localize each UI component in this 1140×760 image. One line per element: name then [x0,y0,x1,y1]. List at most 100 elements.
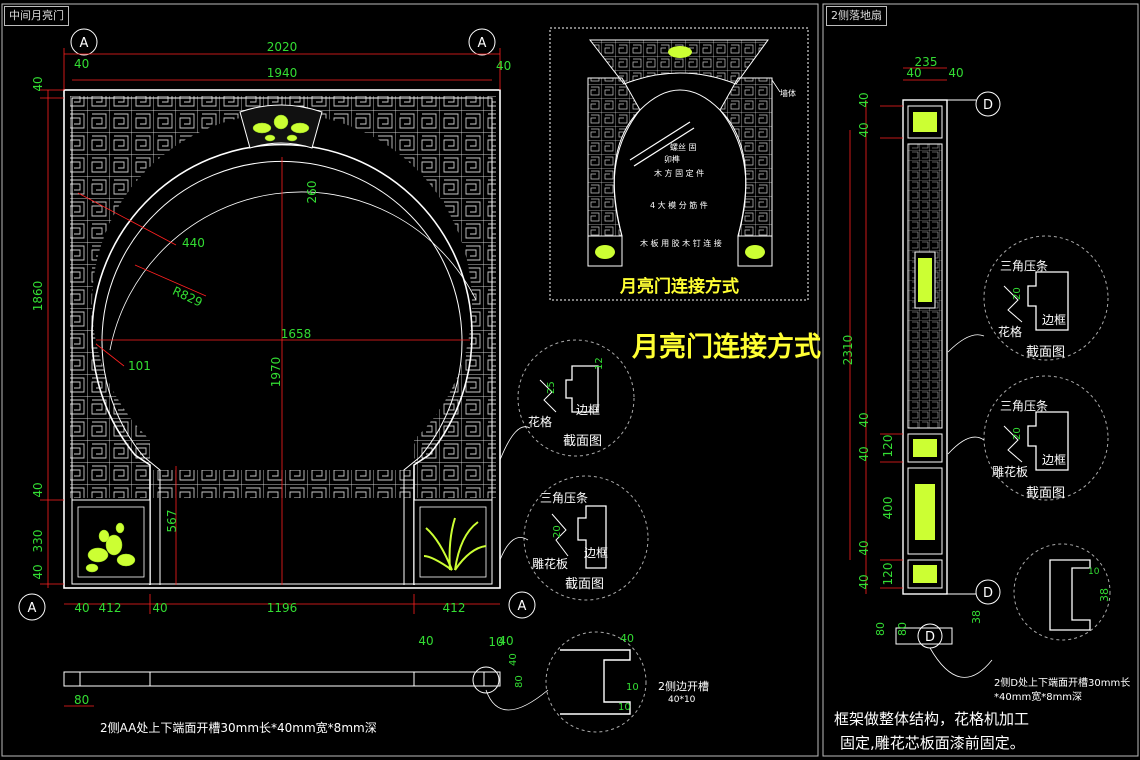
section-detail-diaohua: 三角压条 雕花板 边框 截面图 20 [499,475,649,601]
svg-text:木 板 用 胶 木 钉 连 接: 木 板 用 胶 木 钉 连 接 [640,238,722,248]
svg-text:40: 40 [948,66,963,80]
svg-text:40: 40 [74,57,89,71]
svg-text:1970: 1970 [269,357,283,388]
svg-text:10: 10 [488,635,503,649]
left-viewport-title[interactable]: 中间月亮门 [4,6,69,26]
svg-text:D: D [925,630,935,645]
svg-text:40: 40 [31,482,45,497]
svg-text:三角压条: 三角压条 [1000,399,1048,413]
svg-text:25: 25 [546,381,557,394]
svg-text:边框: 边框 [1042,313,1066,327]
left-panel-carving [85,522,136,573]
svg-text:A: A [518,599,527,614]
svg-text:40: 40 [31,564,45,579]
svg-text:雕花板: 雕花板 [532,556,568,571]
marker-a-bottom-right: A [508,591,536,619]
connection-detail-box: 4 大 模 分 筋 件 螺丝 固 卯榫 木 方 固 定 件 木 板 用 胶 木 … [549,27,809,301]
right-viewport-title[interactable]: 2侧落地扇 [826,6,887,26]
left-lower-panel-inner [77,506,145,578]
svg-text:三角压条: 三角压条 [1000,259,1048,273]
svg-text:*40mm宽*8mm深: *40mm宽*8mm深 [994,690,1082,703]
svg-text:木 方 固 定 件: 木 方 固 定 件 [654,168,704,178]
gate-lattice-fill [70,96,496,498]
svg-text:1196: 1196 [267,601,298,615]
svg-text:400: 400 [881,497,895,520]
svg-text:4 大 模 分 筋 件: 4 大 模 分 筋 件 [650,200,708,210]
moon-gate-elevation: A A A A 2020 1940 40 40 40 1860 40 330 4… [18,28,536,649]
svg-text:20: 20 [552,525,563,538]
svg-text:40: 40 [418,634,433,648]
svg-text:螺丝 固: 螺丝 固 [670,142,697,152]
svg-text:2310: 2310 [841,335,855,366]
svg-text:40: 40 [857,92,871,107]
svg-text:40: 40 [74,601,89,615]
svg-text:120: 120 [881,435,895,458]
svg-text:20: 20 [1012,427,1023,440]
svg-text:10: 10 [1088,567,1100,577]
svg-text:40: 40 [152,601,167,615]
side-door-elevation: 235 40 40 40 40 2310 40 40 120 400 40 12… [841,55,1001,649]
svg-text:40: 40 [620,632,634,645]
svg-text:40: 40 [857,446,871,461]
svg-text:412: 412 [99,601,122,615]
svg-text:10: 10 [626,682,639,693]
svg-text:12: 12 [594,357,605,370]
svg-text:雕花板: 雕花板 [992,464,1028,479]
side-detail-lower: 三角压条 雕花板 边框 截面图 20 [947,375,1109,501]
svg-text:101: 101 [128,359,151,373]
svg-text:月亮门连接方式: 月亮门连接方式 [619,276,739,297]
svg-text:边框: 边框 [576,403,600,417]
svg-text:40: 40 [496,59,511,73]
svg-text:A: A [80,36,89,51]
svg-text:D: D [983,98,993,113]
svg-text:边框: 边框 [1042,453,1066,467]
svg-text:80: 80 [874,622,887,636]
svg-text:40: 40 [857,412,871,427]
svg-text:40: 40 [857,540,871,555]
bottom-rail-plan: 80 2侧AA处上下端面开槽30mm长*40mm宽*8mm深 [63,666,501,735]
right-viewport-border [822,3,1139,757]
svg-text:花格: 花格 [998,324,1022,339]
marker-a-top-right: A [468,28,496,56]
svg-text:120: 120 [881,563,895,586]
svg-text:40*10: 40*10 [668,695,696,705]
marker-a-bottom-left: A [18,593,46,621]
svg-text:80: 80 [514,675,525,688]
svg-text:40: 40 [498,634,513,648]
svg-text:墙体: 墙体 [780,88,796,98]
left-viewport-border [1,3,819,757]
svg-text:2侧D处上下端面开槽30mm长: 2侧D处上下端面开槽30mm长 [994,676,1130,689]
svg-text:A: A [478,36,487,51]
gate-dimension-lines [40,48,501,614]
svg-text:三角压条: 三角压条 [540,491,588,505]
groove-detail: 40 10 10 40 80 2侧边开槽 40*10 [485,631,709,733]
connection-big-title: 月亮门连接方式 [631,331,821,363]
svg-text:截面图: 截面图 [565,577,604,592]
marker-a-top-left: A [70,28,98,56]
svg-text:38: 38 [1098,588,1111,602]
svg-text:40: 40 [508,653,519,666]
svg-text:边框: 边框 [584,546,608,560]
svg-text:412: 412 [443,601,466,615]
svg-text:40: 40 [857,574,871,589]
svg-text:40: 40 [857,122,871,137]
side-note-line-1: 框架做整体结构，花格机加工 [834,710,1029,728]
gate-outer-frame [63,89,501,589]
right-panel-carving [423,517,487,571]
svg-text:260: 260 [305,181,319,204]
svg-text:567: 567 [165,510,179,533]
svg-text:40: 40 [31,76,45,91]
arch-ring-a [109,191,477,351]
right-lower-panel [413,499,493,585]
svg-text:1860: 1860 [31,281,45,312]
svg-text:截面图: 截面图 [563,434,602,449]
svg-text:40: 40 [906,66,921,80]
svg-text:A: A [28,601,37,616]
svg-text:花格: 花格 [528,414,552,429]
svg-text:截面图: 截面图 [1026,486,1065,501]
top-fan-carving [252,114,310,142]
svg-text:2020: 2020 [267,40,298,54]
svg-text:20: 20 [1012,287,1023,300]
svg-text:卯榫: 卯榫 [664,154,680,164]
